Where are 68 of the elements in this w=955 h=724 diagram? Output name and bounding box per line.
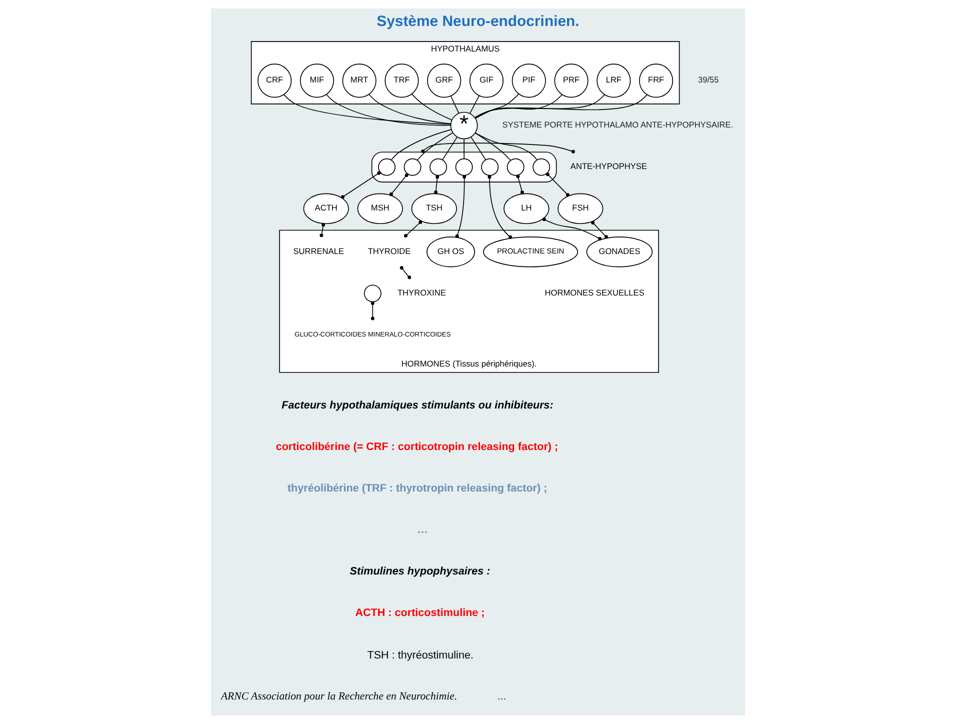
connector xyxy=(282,94,451,125)
label: thyréolibérine (TRF : thyrotropin releasing factor) ; xyxy=(286,482,547,495)
cluster xyxy=(370,152,556,182)
node-circle xyxy=(506,158,524,176)
label: SYSTEME PORTE HYPOTHALAMO ANTE-HYPOPHYSAIRE. xyxy=(502,120,733,130)
node-circle: MRT xyxy=(342,64,376,98)
label: … xyxy=(496,692,506,702)
diagram-title: Système Neuro-endocrinien. xyxy=(376,13,579,30)
node-label: HORMONES SEXUELLES xyxy=(544,288,644,298)
node-circle xyxy=(363,284,381,302)
node-text: THYROIDE xyxy=(367,246,410,256)
connector xyxy=(340,171,380,199)
label: ACTH : corticostimuline ; xyxy=(354,607,484,620)
node-circle: MIF xyxy=(299,64,334,98)
node-ellipse: LH xyxy=(503,193,549,224)
node-circle xyxy=(480,158,498,176)
connector xyxy=(420,142,574,154)
connector xyxy=(474,132,537,160)
node-circle xyxy=(454,158,472,176)
connector xyxy=(468,95,480,114)
connector xyxy=(450,96,459,114)
label: Stimulines hypophysaires : xyxy=(349,566,490,578)
node-text: SURRENALE xyxy=(292,246,344,256)
node-circle xyxy=(429,158,447,176)
node-circle: GRF xyxy=(426,64,461,98)
label: … xyxy=(416,524,428,536)
node-ellipse: GH OS xyxy=(426,236,475,268)
connector xyxy=(487,175,512,239)
connector xyxy=(474,94,647,118)
node-circle: PRF xyxy=(554,64,588,98)
connector xyxy=(516,174,524,194)
connector xyxy=(370,302,374,320)
connector xyxy=(470,136,486,160)
node-ellipse: PROLACTINE SEIN xyxy=(482,236,578,268)
node-circle: TRF xyxy=(384,64,418,98)
node-circle: PIF xyxy=(511,64,546,98)
connector xyxy=(474,94,562,118)
connector xyxy=(404,220,422,238)
connector xyxy=(388,173,408,196)
connector xyxy=(474,94,604,118)
connector xyxy=(454,175,466,238)
connector xyxy=(545,172,569,197)
label: corticolibérine (= CRF : corticotropin releasing factor) ; xyxy=(275,441,558,454)
connector xyxy=(474,132,510,161)
node-circle: * xyxy=(450,112,478,140)
connector xyxy=(399,266,411,280)
connector xyxy=(325,94,451,126)
connector xyxy=(368,94,451,124)
connector xyxy=(474,94,519,119)
node-circle: CRF xyxy=(257,64,292,98)
label: TSH : thyréostimuline. xyxy=(366,650,473,662)
label: ARNC Association pour la Recherche en Neurochimie. xyxy=(220,690,457,702)
node-circle: FRF xyxy=(638,64,673,98)
connector xyxy=(319,223,325,238)
connector xyxy=(416,132,452,161)
connector xyxy=(590,220,608,239)
connector xyxy=(442,136,457,160)
node-circle: LRF xyxy=(596,64,630,98)
label: Facteurs hypothalamiques stimulants ou inhibiteurs: xyxy=(281,399,553,412)
node-text: THYROXINE xyxy=(396,288,446,298)
label: 39/55 xyxy=(698,74,718,85)
node-text: ANTE-HYPOPHYSE xyxy=(570,161,646,172)
node-circle: GIF xyxy=(468,64,504,98)
connector xyxy=(542,218,602,241)
connector xyxy=(410,94,452,120)
connector xyxy=(390,129,452,160)
connector xyxy=(463,138,464,160)
connector xyxy=(434,175,439,194)
